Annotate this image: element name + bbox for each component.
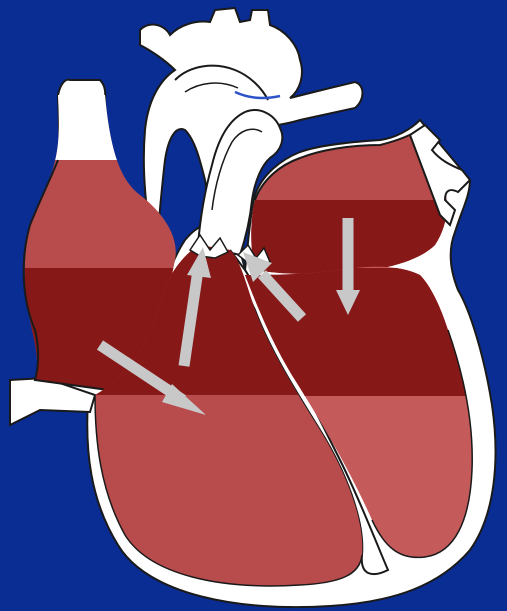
- heart-diagram: [0, 0, 507, 611]
- heart-diagram-svg: [0, 0, 507, 611]
